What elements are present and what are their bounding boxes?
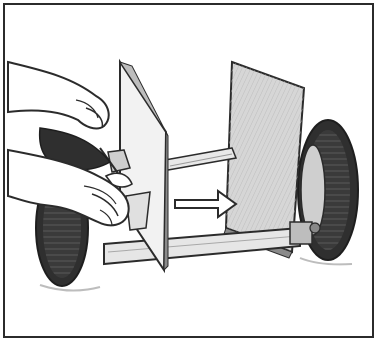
- illustration-frame: [0, 0, 377, 341]
- cart-assembly-illustration: [0, 0, 377, 341]
